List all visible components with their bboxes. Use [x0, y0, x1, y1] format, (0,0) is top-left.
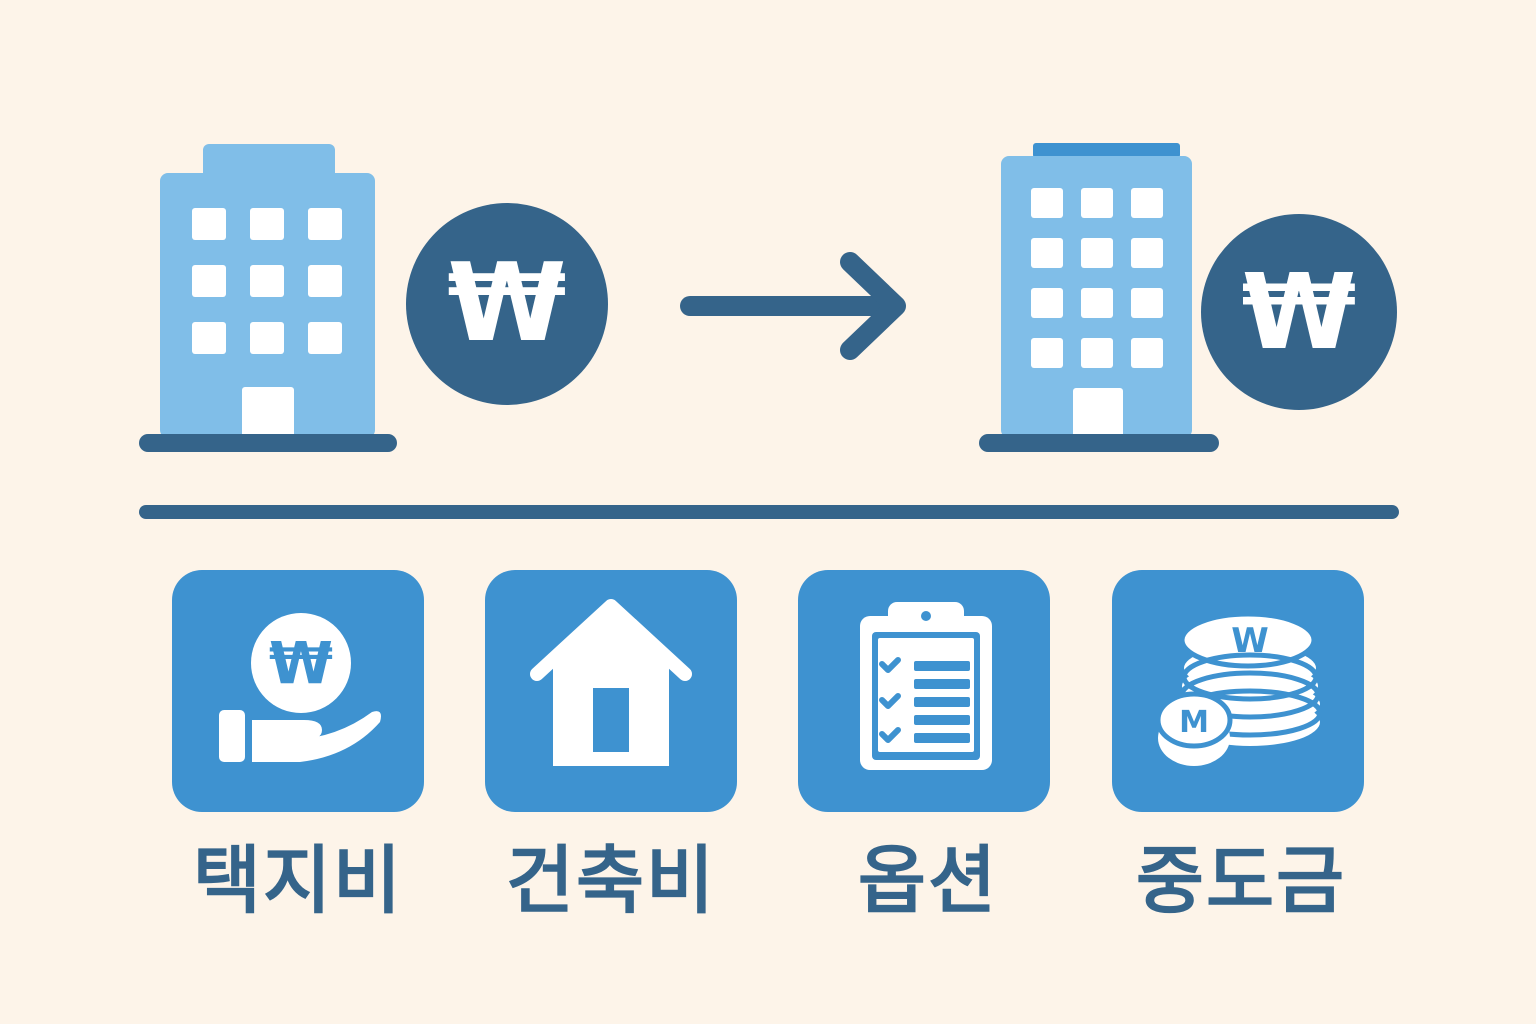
house-icon [530, 599, 692, 766]
arrow-right-icon [680, 252, 906, 360]
hand-coin-icon: ₩ [219, 613, 381, 762]
won-icon: ₩ [1201, 214, 1397, 410]
cost-item-label: 옵션 [857, 838, 999, 924]
cost-item-label: 건축비 [505, 838, 717, 924]
building-icon [979, 143, 1219, 452]
cost-item-label: 택지비 [192, 838, 404, 924]
svg-text:₩: ₩ [1242, 251, 1357, 373]
building-icon [139, 144, 397, 452]
svg-text:₩: ₩ [269, 629, 333, 697]
clipboard-checklist-icon [860, 602, 992, 770]
cost-item-options-panel [798, 570, 1050, 812]
svg-text:W: W [1231, 621, 1269, 661]
won-icon: ₩ [406, 203, 608, 405]
cost-item-land-panel: ₩ [172, 570, 424, 812]
cost-item-label: 중도금 [1135, 838, 1347, 924]
svg-text:M: M [1179, 705, 1209, 740]
cost-item-construction-panel [485, 570, 737, 812]
coin-stack-icon: W M [1155, 611, 1323, 766]
cost-item-interim-payment-panel: W M [1112, 570, 1364, 812]
svg-text:₩: ₩ [447, 241, 566, 366]
